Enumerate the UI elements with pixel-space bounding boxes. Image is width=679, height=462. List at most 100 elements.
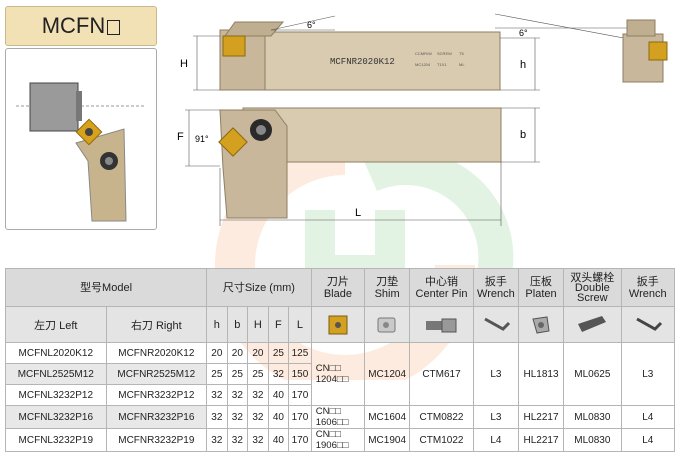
- angle-91-label: 91°: [195, 134, 209, 144]
- model-title: MCFN: [5, 6, 157, 46]
- row4-right: MCFNR3232P16: [105, 405, 208, 429]
- row3-h: 32: [206, 384, 228, 406]
- model-code: MCFN: [41, 13, 106, 38]
- dim-b-label: b: [520, 129, 526, 141]
- dim-h-label: h: [520, 59, 526, 71]
- row1-b: 20: [226, 342, 249, 364]
- row2-F: 32: [267, 363, 290, 385]
- group3-wrench2: L4: [620, 428, 676, 452]
- shim-icon: [364, 306, 411, 343]
- row4-H: 32: [247, 405, 269, 429]
- placeholder-box: [107, 19, 121, 35]
- subheader-b: b: [226, 306, 249, 343]
- group3-blade: CN□□1906□□: [310, 428, 366, 452]
- subheader-F: F: [267, 306, 290, 343]
- group3-wrench: L4: [472, 428, 519, 452]
- group1-wrench: L3: [472, 342, 519, 406]
- row5-F: 40: [267, 428, 290, 452]
- row4-h: 32: [206, 405, 228, 429]
- row4-b: 32: [226, 405, 249, 429]
- group2-platen: HL2217: [517, 405, 565, 429]
- stamp-line-3: T5: [459, 51, 464, 56]
- subheader-H: H: [247, 306, 269, 343]
- row3-F: 40: [267, 384, 290, 406]
- row5-L: 170: [288, 428, 312, 452]
- group1-blade: CN□□1204□□: [310, 342, 366, 406]
- row1-L: 125: [288, 342, 312, 364]
- row2-L: 150: [288, 363, 312, 385]
- wrench-icon: [620, 306, 676, 343]
- row2-left: MCFNL2525M12: [5, 363, 107, 385]
- row1-H: 20: [247, 342, 269, 364]
- subheader-left: 左刀 Left: [5, 306, 107, 343]
- group1-shim: MC1204: [364, 342, 411, 406]
- stamp-line-4: MC1204: [415, 62, 431, 67]
- subheader-L: L: [288, 306, 312, 343]
- dim-H-label: H: [180, 58, 188, 70]
- group1-platen: HL1813: [517, 342, 565, 406]
- group2-screw: ML0830: [563, 405, 622, 429]
- row5-right: MCFNR3232P19: [105, 428, 208, 452]
- center-pin-icon: [409, 306, 474, 343]
- stamp-line-2: SCREW: [437, 51, 452, 56]
- dim-L-label: L: [355, 207, 361, 219]
- stamp-line-6: ML: [459, 62, 465, 67]
- row5-b: 32: [226, 428, 249, 452]
- insert-icon: [310, 306, 366, 343]
- row3-b: 32: [226, 384, 249, 406]
- angle-6-side: 6°: [519, 28, 528, 38]
- stamp-line-1: CCMR/W: [415, 51, 432, 56]
- row1-h: 20: [206, 342, 228, 364]
- tool-preview-image: [5, 48, 157, 230]
- header-size: 尺寸Size (mm): [206, 268, 312, 307]
- group2-wrench: L3: [472, 405, 519, 429]
- row1-left: MCFNL2020K12: [5, 342, 107, 364]
- header-model: 型号Model: [4, 268, 208, 307]
- group2-wrench2: L4: [620, 405, 676, 429]
- row2-right: MCFNR2525M12: [105, 363, 208, 385]
- row4-F: 40: [267, 405, 290, 429]
- stamp-line-5: T1X1: [437, 62, 447, 67]
- technical-drawing: MCFNR2020K12 CCMR/W SCREW T5 MC1204 T1X1…: [177, 13, 668, 226]
- row5-h: 32: [206, 428, 228, 452]
- row3-left: MCFNL3232P12: [5, 384, 107, 406]
- double-screw-icon: [563, 306, 622, 343]
- row5-H: 32: [247, 428, 269, 452]
- tool-marking: MCFNR2020K12: [330, 57, 395, 67]
- group3-pin: CTM1022: [409, 428, 474, 452]
- dim-F-label: F: [177, 131, 184, 143]
- row2-h: 25: [206, 363, 228, 385]
- subheader-right: 右刀 Right: [105, 306, 208, 343]
- group3-screw: ML0830: [563, 428, 622, 452]
- row2-b: 25: [226, 363, 249, 385]
- platen-icon: [517, 306, 565, 343]
- row4-L: 170: [288, 405, 312, 429]
- row3-H: 32: [247, 384, 269, 406]
- row1-F: 25: [267, 342, 290, 364]
- group3-platen: HL2217: [517, 428, 565, 452]
- row1-right: MCFNR2020K12: [105, 342, 208, 364]
- row2-H: 25: [247, 363, 269, 385]
- angle-6-top: 6°: [307, 20, 316, 30]
- group2-blade: CN□□1606□□: [310, 405, 366, 429]
- hex-key-icon: [472, 306, 519, 343]
- group1-wrench2: L3: [620, 342, 676, 406]
- group3-shim: MC1904: [364, 428, 411, 452]
- group2-shim: MC1604: [364, 405, 411, 429]
- subheader-h: h: [206, 306, 228, 343]
- group1-screw: ML0625: [563, 342, 622, 406]
- row3-L: 170: [288, 384, 312, 406]
- row5-left: MCFNL3232P19: [5, 428, 107, 452]
- row4-left: MCFNL3232P16: [5, 405, 107, 429]
- group2-pin: CTM0822: [409, 405, 474, 429]
- row3-right: MCFNR3232P12: [105, 384, 208, 406]
- group1-pin: CTM617: [409, 342, 474, 406]
